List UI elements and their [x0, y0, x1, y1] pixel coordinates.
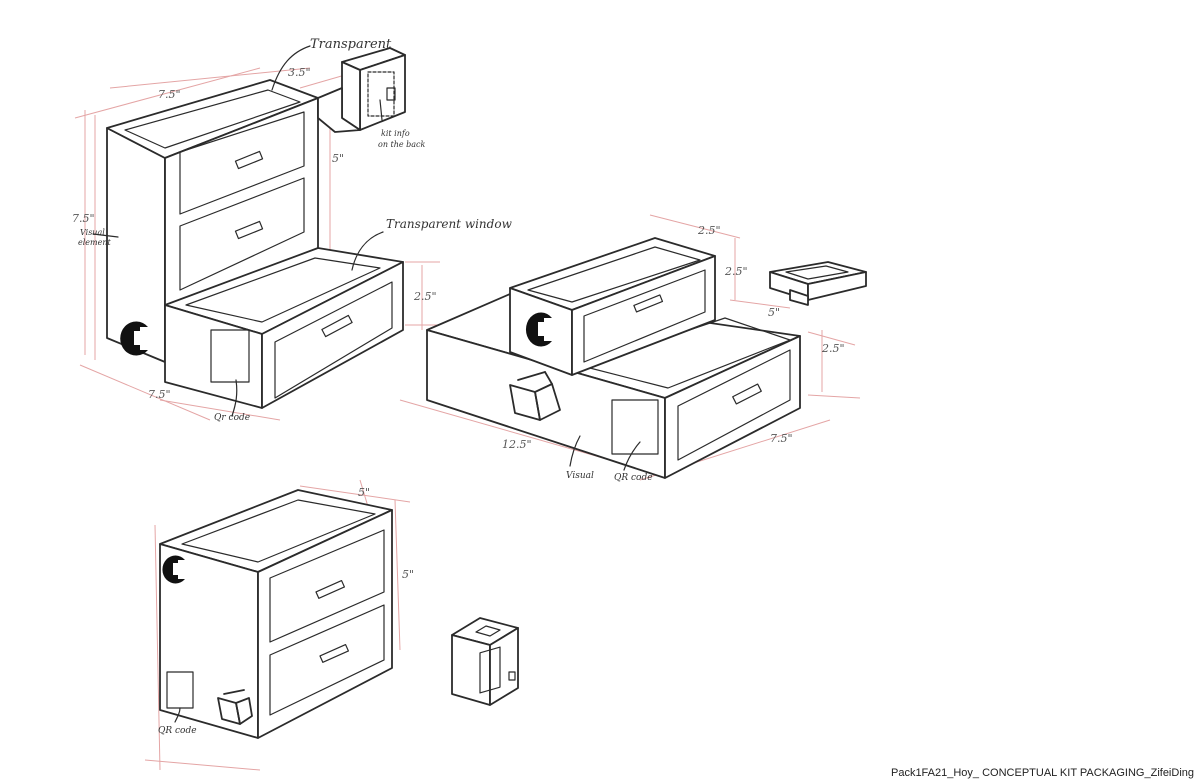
top-block-drawer	[583, 269, 706, 363]
brand-logo-icon	[120, 321, 148, 356]
label-transparent-window: Transparent window	[386, 217, 513, 231]
drawer-top-handle	[234, 150, 264, 170]
arrow-visual	[569, 435, 581, 467]
base-block-side	[664, 335, 801, 479]
dim-a-bottom-width: 7.5"	[148, 388, 171, 401]
visual-element-icon	[509, 371, 561, 421]
base-drawer	[677, 349, 791, 461]
drawer-upper-handle	[315, 579, 346, 599]
arrow-qr-code	[623, 441, 641, 471]
visual-element-icon	[217, 689, 253, 725]
label-kit-info-2: on the back	[378, 140, 426, 149]
label-visual: Visual	[566, 471, 594, 481]
tray-side-face	[261, 261, 404, 409]
drawer-middle-handle	[234, 220, 264, 240]
base-drawer-handle	[732, 383, 762, 405]
top-block-window	[527, 246, 701, 303]
dim-a-side-height: 5"	[332, 152, 344, 165]
tray-top-window	[185, 257, 381, 323]
arrow-qr-code	[231, 379, 238, 417]
box-top-window	[181, 499, 376, 563]
brand-logo-icon	[525, 312, 552, 347]
sketch-a-tall-box-with-tray: Transparent Transparent window Qr code k…	[72, 37, 513, 423]
top-block-handle	[633, 294, 664, 313]
qr-code-box	[611, 399, 659, 455]
dim-b-base-height: 2.5"	[821, 342, 845, 355]
small-sleeve-sketch	[451, 617, 519, 706]
dim-b-depth: 7.5"	[770, 432, 793, 445]
top-block-side	[571, 255, 716, 376]
drawer-middle	[179, 177, 305, 291]
dim-c-top: 5"	[358, 486, 370, 499]
dim-a-top-width: 7.5"	[158, 88, 181, 101]
drawer-lower-handle	[319, 643, 350, 663]
box-side-face	[257, 509, 393, 739]
sketch-c-single-box: QR code 5" 5"	[144, 479, 519, 771]
label-qr-code: Qr code	[214, 413, 250, 423]
sheet-caption: Pack1FA21_Hoy_ CONCEPTUAL KIT PACKAGING_…	[890, 767, 1194, 779]
dim-b-length: 12.5"	[502, 438, 532, 451]
dim-b-top-depth: 2.5"	[697, 224, 721, 237]
label-kit-info: kit info	[381, 129, 410, 138]
tall-box-top-window	[124, 89, 301, 149]
label-qr-code: QR code	[158, 726, 197, 736]
dim-b-top-height: 2.5"	[724, 265, 748, 278]
arrow-kit-info	[379, 99, 383, 121]
arrow-transparent-window	[351, 231, 384, 271]
drawer-lower	[269, 604, 385, 716]
drawer-upper	[269, 529, 385, 643]
dim-a-top-depth: 3.5"	[288, 66, 311, 79]
qr-code-box	[210, 329, 250, 383]
label-transparent: Transparent	[310, 37, 392, 52]
sketch-c-guide-lines	[144, 479, 411, 771]
arrow-visual	[92, 233, 119, 238]
tray-drawer-handle	[321, 314, 353, 338]
drawer-top	[179, 111, 305, 215]
arrow-transparent	[271, 45, 311, 91]
dim-a-height: 7.5"	[72, 212, 95, 225]
arrow-qr-code	[174, 707, 181, 723]
tray-drawer	[274, 281, 393, 399]
dim-b-step: 5"	[768, 306, 780, 319]
label-visual: Visual	[80, 228, 105, 237]
dim-c-height: 5"	[402, 568, 414, 581]
sketch-b-stepped-kit: Visual QR code 2.5" 2.5" 5" 2.5" 12.5" 7…	[399, 214, 867, 483]
dim-a-tray-height: 2.5"	[413, 290, 437, 303]
sketch-a-guide-lines	[74, 67, 440, 421]
kit-info-sleeve-sketch	[317, 47, 406, 133]
label-visual-2: element	[78, 238, 112, 247]
label-qr-code: QR code	[614, 473, 653, 483]
brand-logo-icon	[162, 555, 185, 584]
sleeve-detail-sketch	[769, 261, 867, 306]
